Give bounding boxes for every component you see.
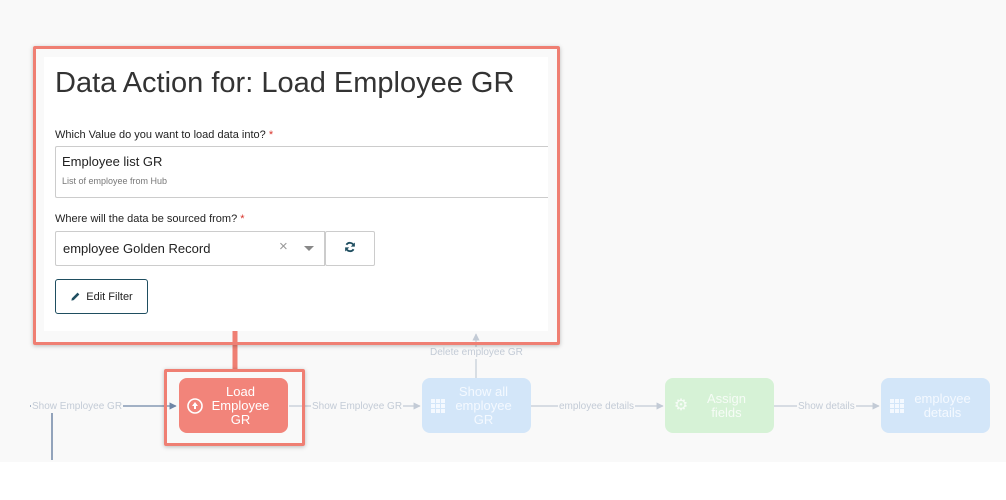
edge-label-delete-employee-gr: Delete employee GR (429, 347, 524, 359)
node-load-employee-gr[interactable]: Load Employee GR (179, 378, 288, 433)
edge-label-show-details: Show details (797, 401, 856, 413)
node-highlight-frame (164, 369, 305, 446)
required-marker: * (268, 129, 274, 141)
refresh-icon (344, 240, 356, 258)
edge-label-show-employee-gr-out: Show Employee GR (311, 401, 404, 413)
value-field-label-text: Which Value do you want to load data int… (55, 129, 266, 141)
required-marker: * (240, 213, 245, 225)
node-label: Assign fields (706, 390, 747, 420)
grid-icon (889, 398, 905, 414)
edge-label-employee-details: employee details (558, 401, 636, 413)
value-description: List of employee from Hub (62, 176, 168, 186)
dialog-highlight-frame (33, 46, 560, 345)
source-field-label: Where will the data be sourced from? * (55, 213, 245, 225)
refresh-button[interactable] (325, 231, 375, 266)
node-label: Load Employee GR (211, 383, 270, 427)
value-selector[interactable]: Employee list GR List of employee from H… (55, 146, 548, 198)
data-action-dialog: Data Action for: Load Employee GR Which … (44, 57, 548, 331)
gear-icon: ⚙ (673, 396, 689, 414)
edge-label-show-employee-gr-in: Show Employee GR (31, 401, 124, 413)
chevron-down-icon[interactable] (304, 246, 314, 251)
clear-icon[interactable]: × (279, 238, 288, 255)
source-select-value: employee Golden Record (63, 241, 211, 256)
value-name: Employee list GR (62, 154, 163, 169)
source-field-label-text: Where will the data be sourced from? (55, 213, 238, 225)
value-field-label: Which Value do you want to load data int… (55, 129, 273, 141)
dialog-title: Data Action for: Load Employee GR (55, 67, 515, 99)
node-assign-fields[interactable]: ⚙ Assign fields (665, 378, 774, 433)
edit-filter-button[interactable]: Edit Filter (55, 279, 148, 314)
node-employee-details[interactable]: employee details (881, 378, 990, 433)
pencil-icon (71, 292, 80, 301)
node-show-all-employee-gr[interactable]: Show all employee GR (422, 378, 531, 433)
upload-circle-icon (187, 397, 203, 414)
node-label: Show all employee GR (455, 383, 512, 427)
edit-filter-label: Edit Filter (86, 290, 133, 303)
node-label: employee details (914, 390, 971, 420)
grid-icon (430, 398, 446, 414)
source-select[interactable]: employee Golden Record × (55, 231, 325, 266)
